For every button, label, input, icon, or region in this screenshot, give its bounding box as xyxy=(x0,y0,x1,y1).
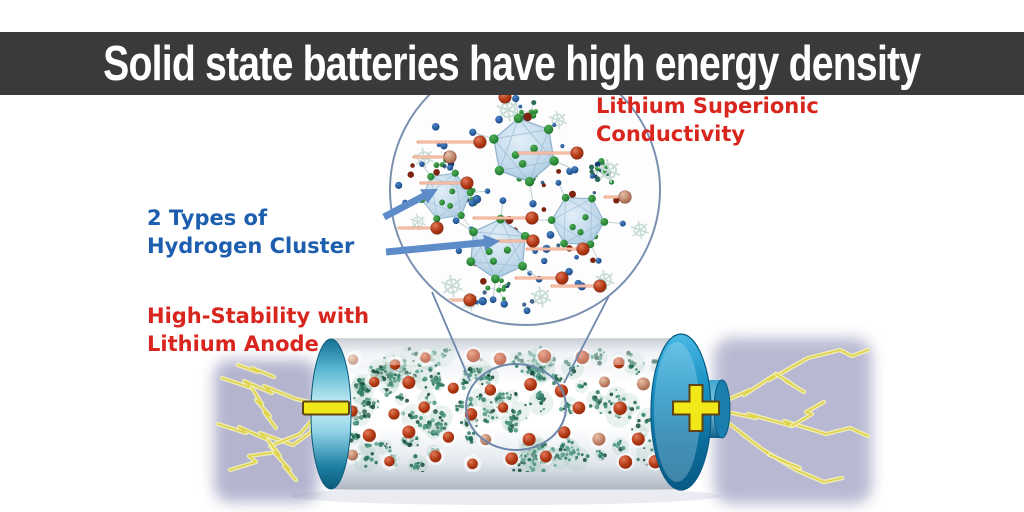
page-title: Solid state batteries have high energy d… xyxy=(103,36,921,91)
arrow-icon xyxy=(385,239,486,256)
lithium-ion-icon xyxy=(395,221,444,235)
snowflake-icon xyxy=(630,220,650,240)
left-lightning-icon xyxy=(215,362,316,483)
battery-shadow xyxy=(290,487,720,505)
arrow-icon xyxy=(382,192,426,221)
lithium-ion-icon xyxy=(416,135,487,149)
lithium-ion-icon xyxy=(412,150,457,164)
right-energy-glow xyxy=(714,338,872,504)
lithium-ion-icon xyxy=(514,271,569,285)
lithium-ion-icon xyxy=(550,279,607,293)
title-banner: Solid state batteries have high energy d… xyxy=(0,32,1024,95)
minus-terminal-icon xyxy=(302,400,350,416)
snowflake-icon xyxy=(597,159,621,183)
plus-terminal-icon xyxy=(672,384,720,432)
magnifier-source-circle xyxy=(465,363,567,451)
lithium-ions xyxy=(395,90,632,307)
pointer-arrows xyxy=(382,189,500,256)
right-lightning-icon xyxy=(724,347,871,485)
lithium-ion-icon xyxy=(472,211,539,225)
magnifier-circle xyxy=(389,54,661,326)
lithium-ion-icon xyxy=(517,146,584,160)
magnifier-lines xyxy=(431,289,613,451)
label-hydrogen-cluster: 2 Types of Hydrogen Cluster xyxy=(147,206,355,258)
snowflake-icon xyxy=(441,274,463,298)
snowflake-icon xyxy=(496,98,520,122)
snowflake-icon xyxy=(410,213,426,231)
snowflake-icon xyxy=(548,110,568,130)
lithium-ion-icon xyxy=(419,176,474,190)
lithium-ion-icon xyxy=(603,190,632,204)
label-superionic-conductivity: Lithium Superionic Conductivity xyxy=(596,94,819,146)
lithium-ion-icon xyxy=(525,242,590,256)
label-lithium-anode: High-Stability with Lithium Anode xyxy=(147,304,370,356)
snowflake-icon xyxy=(530,286,552,308)
